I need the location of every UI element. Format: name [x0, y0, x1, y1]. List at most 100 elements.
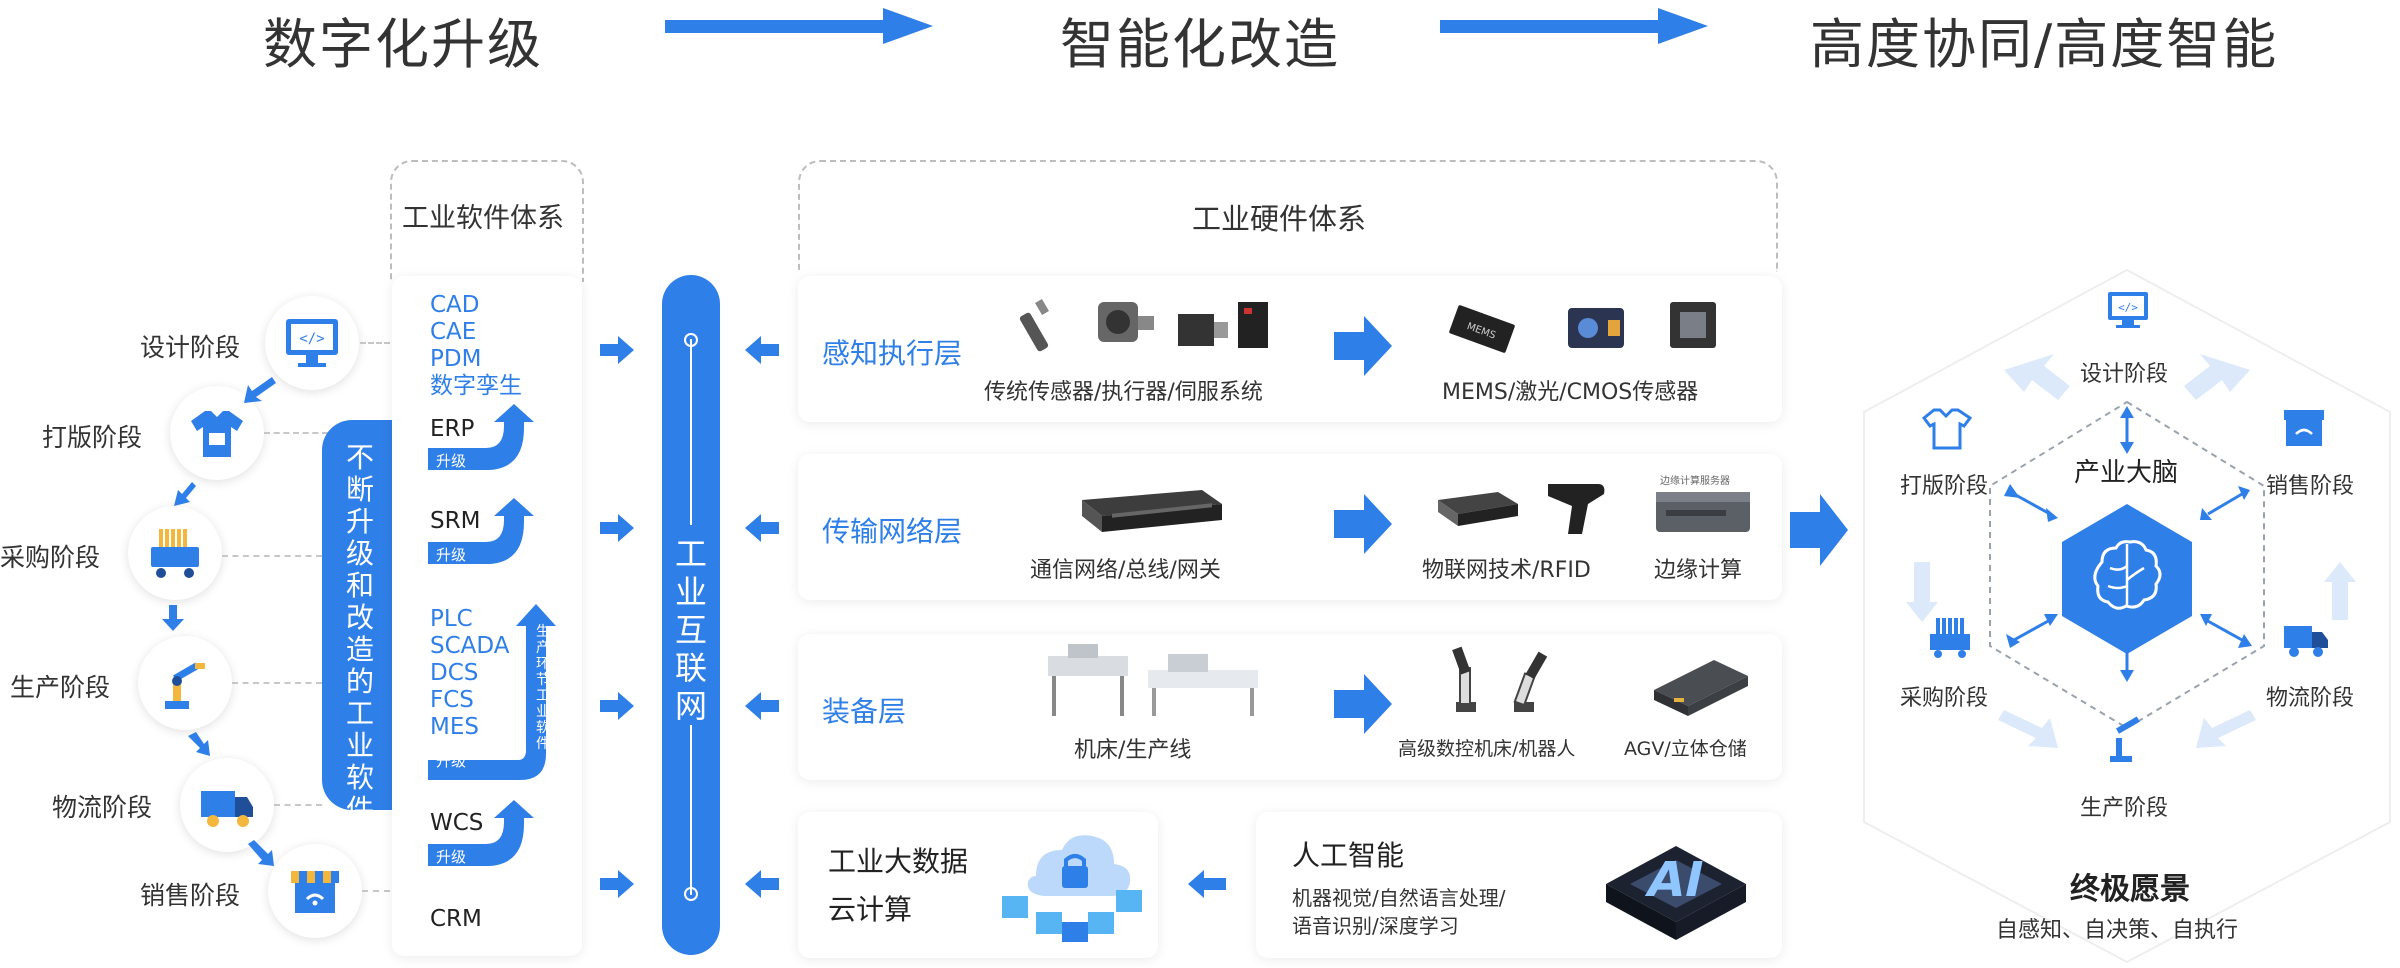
industrial-internet-pillar: 工业互联网 [662, 275, 720, 955]
agv-image [1654, 660, 1748, 716]
svg-text:</>: </> [299, 331, 324, 347]
sw-to-net-arrow-1 [600, 336, 634, 364]
hardware-title: 工业硬件体系 [1192, 202, 1367, 236]
software-digital-twin: 数字孪生 [430, 373, 522, 399]
production-upgrade-label: 升级 [436, 752, 467, 770]
vision-hexagon: </> [1863, 268, 2391, 964]
leader-line-pattern [264, 432, 328, 434]
software-group-production: PLC SCADA DCS FCS MES [430, 606, 509, 741]
svg-text:</>: </> [2118, 301, 2138, 314]
vision-purchase-icon [1930, 618, 1970, 658]
equipment-extra-caption: AGV/立体仓储 [1624, 738, 1747, 760]
vision-stage-design: 设计阶段 [2080, 362, 2169, 387]
ai-to-cloud-arrow [1188, 870, 1226, 898]
srm-upgrade-arrow [428, 498, 534, 564]
srm-upgrade-label: 升级 [436, 546, 467, 564]
robot-arm-icon [165, 662, 205, 709]
industry-brain-label: 产业大脑 [2074, 458, 2179, 488]
vision-logistics-icon [2284, 626, 2328, 657]
hw-to-net-arrow-4 [745, 870, 779, 898]
stage-label-sales: 销售阶段 [140, 881, 241, 910]
production-software-label: 生产环节工业软件 [536, 624, 550, 752]
bigdata-label: 工业大数据 [828, 845, 969, 878]
leader-line-design [360, 342, 390, 344]
ai-title: 人工智能 [1292, 839, 1405, 872]
equipment-right-caption: 高级数控机床/机器人 [1398, 738, 1576, 760]
vision-design-icon: </> [2108, 292, 2148, 328]
software-title: 工业软件体系 [402, 203, 564, 234]
cloud-label: 云计算 [828, 893, 913, 926]
cart-icon [151, 529, 199, 578]
layer-title-equipment: 装备层 [822, 695, 907, 728]
software-fcs: FCS [430, 687, 474, 713]
network-right-caption: 物联网技术/RFID [1422, 558, 1591, 583]
vision-stage-sales: 销售阶段 [2266, 474, 2355, 499]
software-group-design: CAD CAE PDM 数字孪生 [430, 292, 522, 400]
stage-arrow-1 [244, 377, 276, 403]
vision-pattern-icon [1921, 408, 1973, 450]
vision-stage-pattern: 打版阶段 [1900, 474, 1989, 499]
vision-sales-icon [2284, 410, 2324, 446]
hw-to-net-arrow-1 [745, 336, 779, 364]
ai-chip-image [1606, 846, 1746, 940]
title-intelligent-transform: 智能化改造 [1060, 13, 1340, 76]
left-banner-text: 不断升级和改造的工业软件 [345, 441, 374, 826]
stage-circle-sales [268, 844, 362, 938]
perception-left-caption: 传统传感器/执行器/伺服系统 [984, 380, 1263, 405]
vision-stage-purchase: 采购阶段 [1900, 686, 1989, 711]
monitor-code-icon: </> [286, 319, 338, 367]
leader-line-sales [362, 890, 390, 892]
stage-circle-purchase [128, 506, 222, 600]
software-dcs: DCS [430, 660, 479, 686]
layer-title-perception: 感知执行层 [822, 337, 963, 370]
software-srm: SRM [430, 508, 481, 534]
stage-label-pattern: 打版阶段 [42, 423, 143, 452]
leader-line-purchase [222, 555, 322, 557]
stage-arrow-4 [188, 732, 210, 756]
truck-icon [201, 791, 253, 827]
machine-tool-image [1048, 644, 1258, 716]
software-cae: CAE [430, 319, 477, 345]
to-vision-arrow [1790, 494, 1848, 566]
hw-to-net-arrow-3 [745, 692, 779, 720]
brain-icon [2093, 540, 2162, 610]
network-upgrade-arrow [1334, 494, 1392, 554]
vision-stage-production: 生产阶段 [2080, 796, 2169, 821]
software-mes: MES [430, 714, 479, 740]
perception-upgrade-arrow [1334, 316, 1392, 376]
hardware-dashed-frame [798, 160, 1778, 272]
bigdata-cloud-panel: 工业大数据 云计算 [798, 812, 1158, 958]
production-upgrade-arrow [428, 604, 556, 780]
ai-capabilities-line1: 机器视觉/自然语言处理/ [1292, 886, 1506, 910]
sw-to-net-arrow-4 [600, 870, 634, 898]
software-wcs: WCS [430, 810, 484, 836]
ai-capabilities-line2: 语音识别/深度学习 [1292, 914, 1459, 938]
hw-to-net-arrow-2 [745, 514, 779, 542]
hardware-layer-network: 传输网络层 通信网络/总线/网关 物联网技术/RFID 边缘计算服务器 边缘计算 [798, 454, 1782, 600]
software-pdm: PDM [430, 346, 482, 372]
layer-title-network: 传输网络层 [822, 515, 963, 548]
flow-arrow-2 [1440, 8, 1708, 44]
network-left-caption: 通信网络/总线/网关 [1030, 558, 1221, 583]
vision-production-icon [2110, 716, 2140, 762]
equipment-left-caption: 机床/生产线 [1074, 738, 1192, 763]
vision-stage-logistics: 物流阶段 [2266, 686, 2355, 711]
shop-icon [291, 871, 339, 913]
hardware-layer-perception: 感知执行层 传统传感器/执行器/伺服系统 MEMS MEMS/激光/CMOS传感… [798, 276, 1782, 422]
tshirt-icon [191, 411, 243, 457]
stage-arrow-5 [248, 840, 274, 866]
cloud-data-icon [1002, 835, 1142, 942]
stage-circle-logistics [180, 758, 274, 852]
erp-upgrade-arrow [428, 404, 534, 470]
stage-label-logistics: 物流阶段 [52, 793, 153, 822]
edge-server-image [1656, 492, 1750, 532]
wcs-upgrade-arrow [428, 800, 534, 866]
title-digital-upgrade: 数字化升级 [263, 13, 543, 76]
iot-rfid-image [1438, 484, 1605, 534]
stage-arrow-2 [174, 482, 196, 506]
industrial-internet-label: 工业互联网 [675, 535, 708, 725]
stage-label-production: 生产阶段 [10, 673, 111, 702]
leader-line-production [232, 682, 322, 684]
sensor-actuator-image [1019, 298, 1268, 352]
edge-server-box-label: 边缘计算服务器 [1660, 476, 1730, 487]
